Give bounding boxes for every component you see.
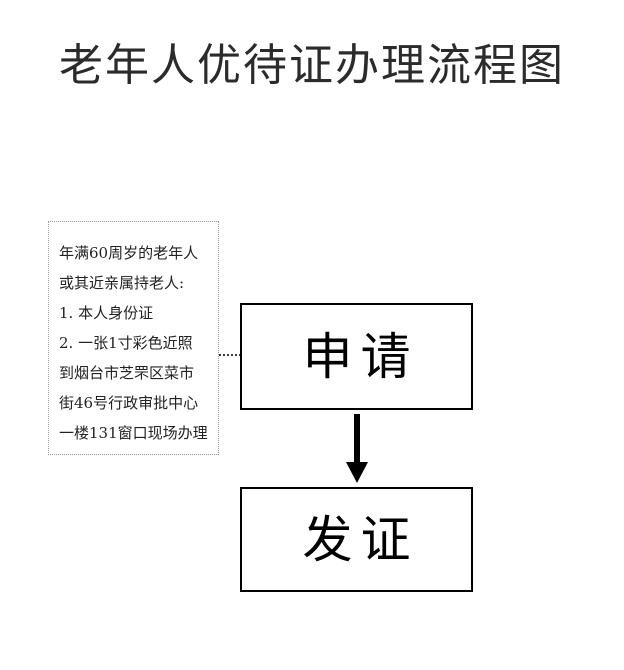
process-step-apply[interactable]: 申请 <box>240 303 473 410</box>
process-step-issue[interactable]: 发证 <box>240 487 473 592</box>
page-title: 老年人优待证办理流程图 <box>59 40 565 91</box>
requirements-line: 年满60周岁的老年人 <box>59 244 199 262</box>
process-step-label: 发证 <box>302 510 419 569</box>
requirements-line: 1. 本人身份证 <box>59 304 154 322</box>
requirements-line: 一楼131窗口现场办理 <box>59 424 208 442</box>
down-arrow-icon <box>346 414 368 483</box>
requirements-line: 街46号行政审批中心 <box>59 394 199 412</box>
requirements-line: 或其近亲属持老人: <box>59 274 185 292</box>
requirements-line: 2. 一张1寸彩色近照 <box>59 334 193 352</box>
process-step-label: 申请 <box>302 327 419 386</box>
requirements-list: 年满60周岁的老年人 或其近亲属持老人: 1. 本人身份证 2. 一张1寸彩色近… <box>59 238 217 448</box>
requirements-line: 到烟台市芝罘区菜市 <box>59 364 195 382</box>
dotted-connector-line <box>219 354 241 356</box>
requirements-box: 年满60周岁的老年人 或其近亲属持老人: 1. 本人身份证 2. 一张1寸彩色近… <box>48 221 219 455</box>
